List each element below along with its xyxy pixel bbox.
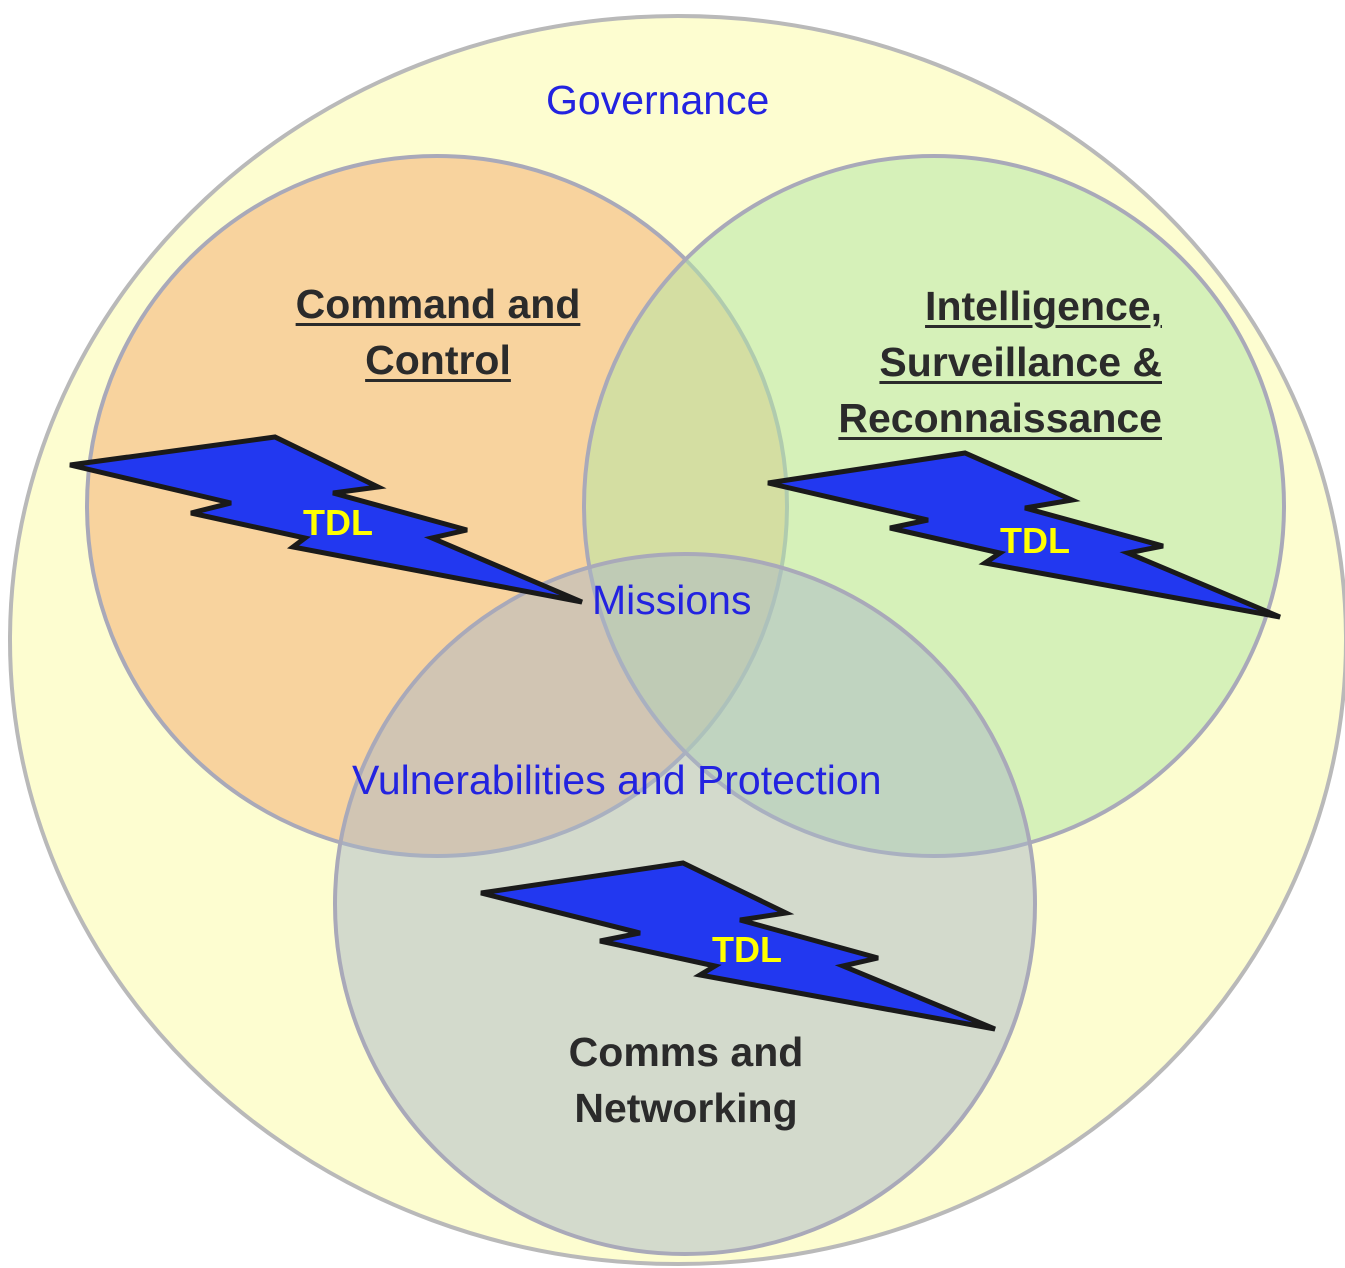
isr-line-1: Intelligence, xyxy=(925,283,1162,329)
lightning-bolt-icon xyxy=(480,860,996,1032)
lightning-bolt-icon xyxy=(69,434,583,605)
isr-label: Intelligence, Surveillance & Reconnaissa… xyxy=(770,278,1162,446)
comms-line-2: Networking xyxy=(574,1085,798,1131)
missions-label: Missions xyxy=(592,577,752,623)
isr-line-3: Reconnaissance xyxy=(838,395,1162,441)
command-control-line-1: Command and xyxy=(295,281,581,327)
tdl-label: TDL xyxy=(1000,520,1070,561)
command-control-label: Command and Control xyxy=(272,276,604,388)
tdl-label: TDL xyxy=(712,929,782,970)
comms-label: Comms and Networking xyxy=(520,1024,852,1136)
lightning-bolt-icon xyxy=(767,450,1281,620)
tdl-label: TDL xyxy=(303,502,373,543)
command-control-line-2: Control xyxy=(365,337,511,383)
isr-line-2: Surveillance & xyxy=(879,339,1162,385)
governance-label: Governance xyxy=(546,77,770,123)
comms-line-1: Comms and xyxy=(568,1029,804,1075)
vulnerabilities-protection-label: Vulnerabilities and Protection xyxy=(352,757,882,803)
